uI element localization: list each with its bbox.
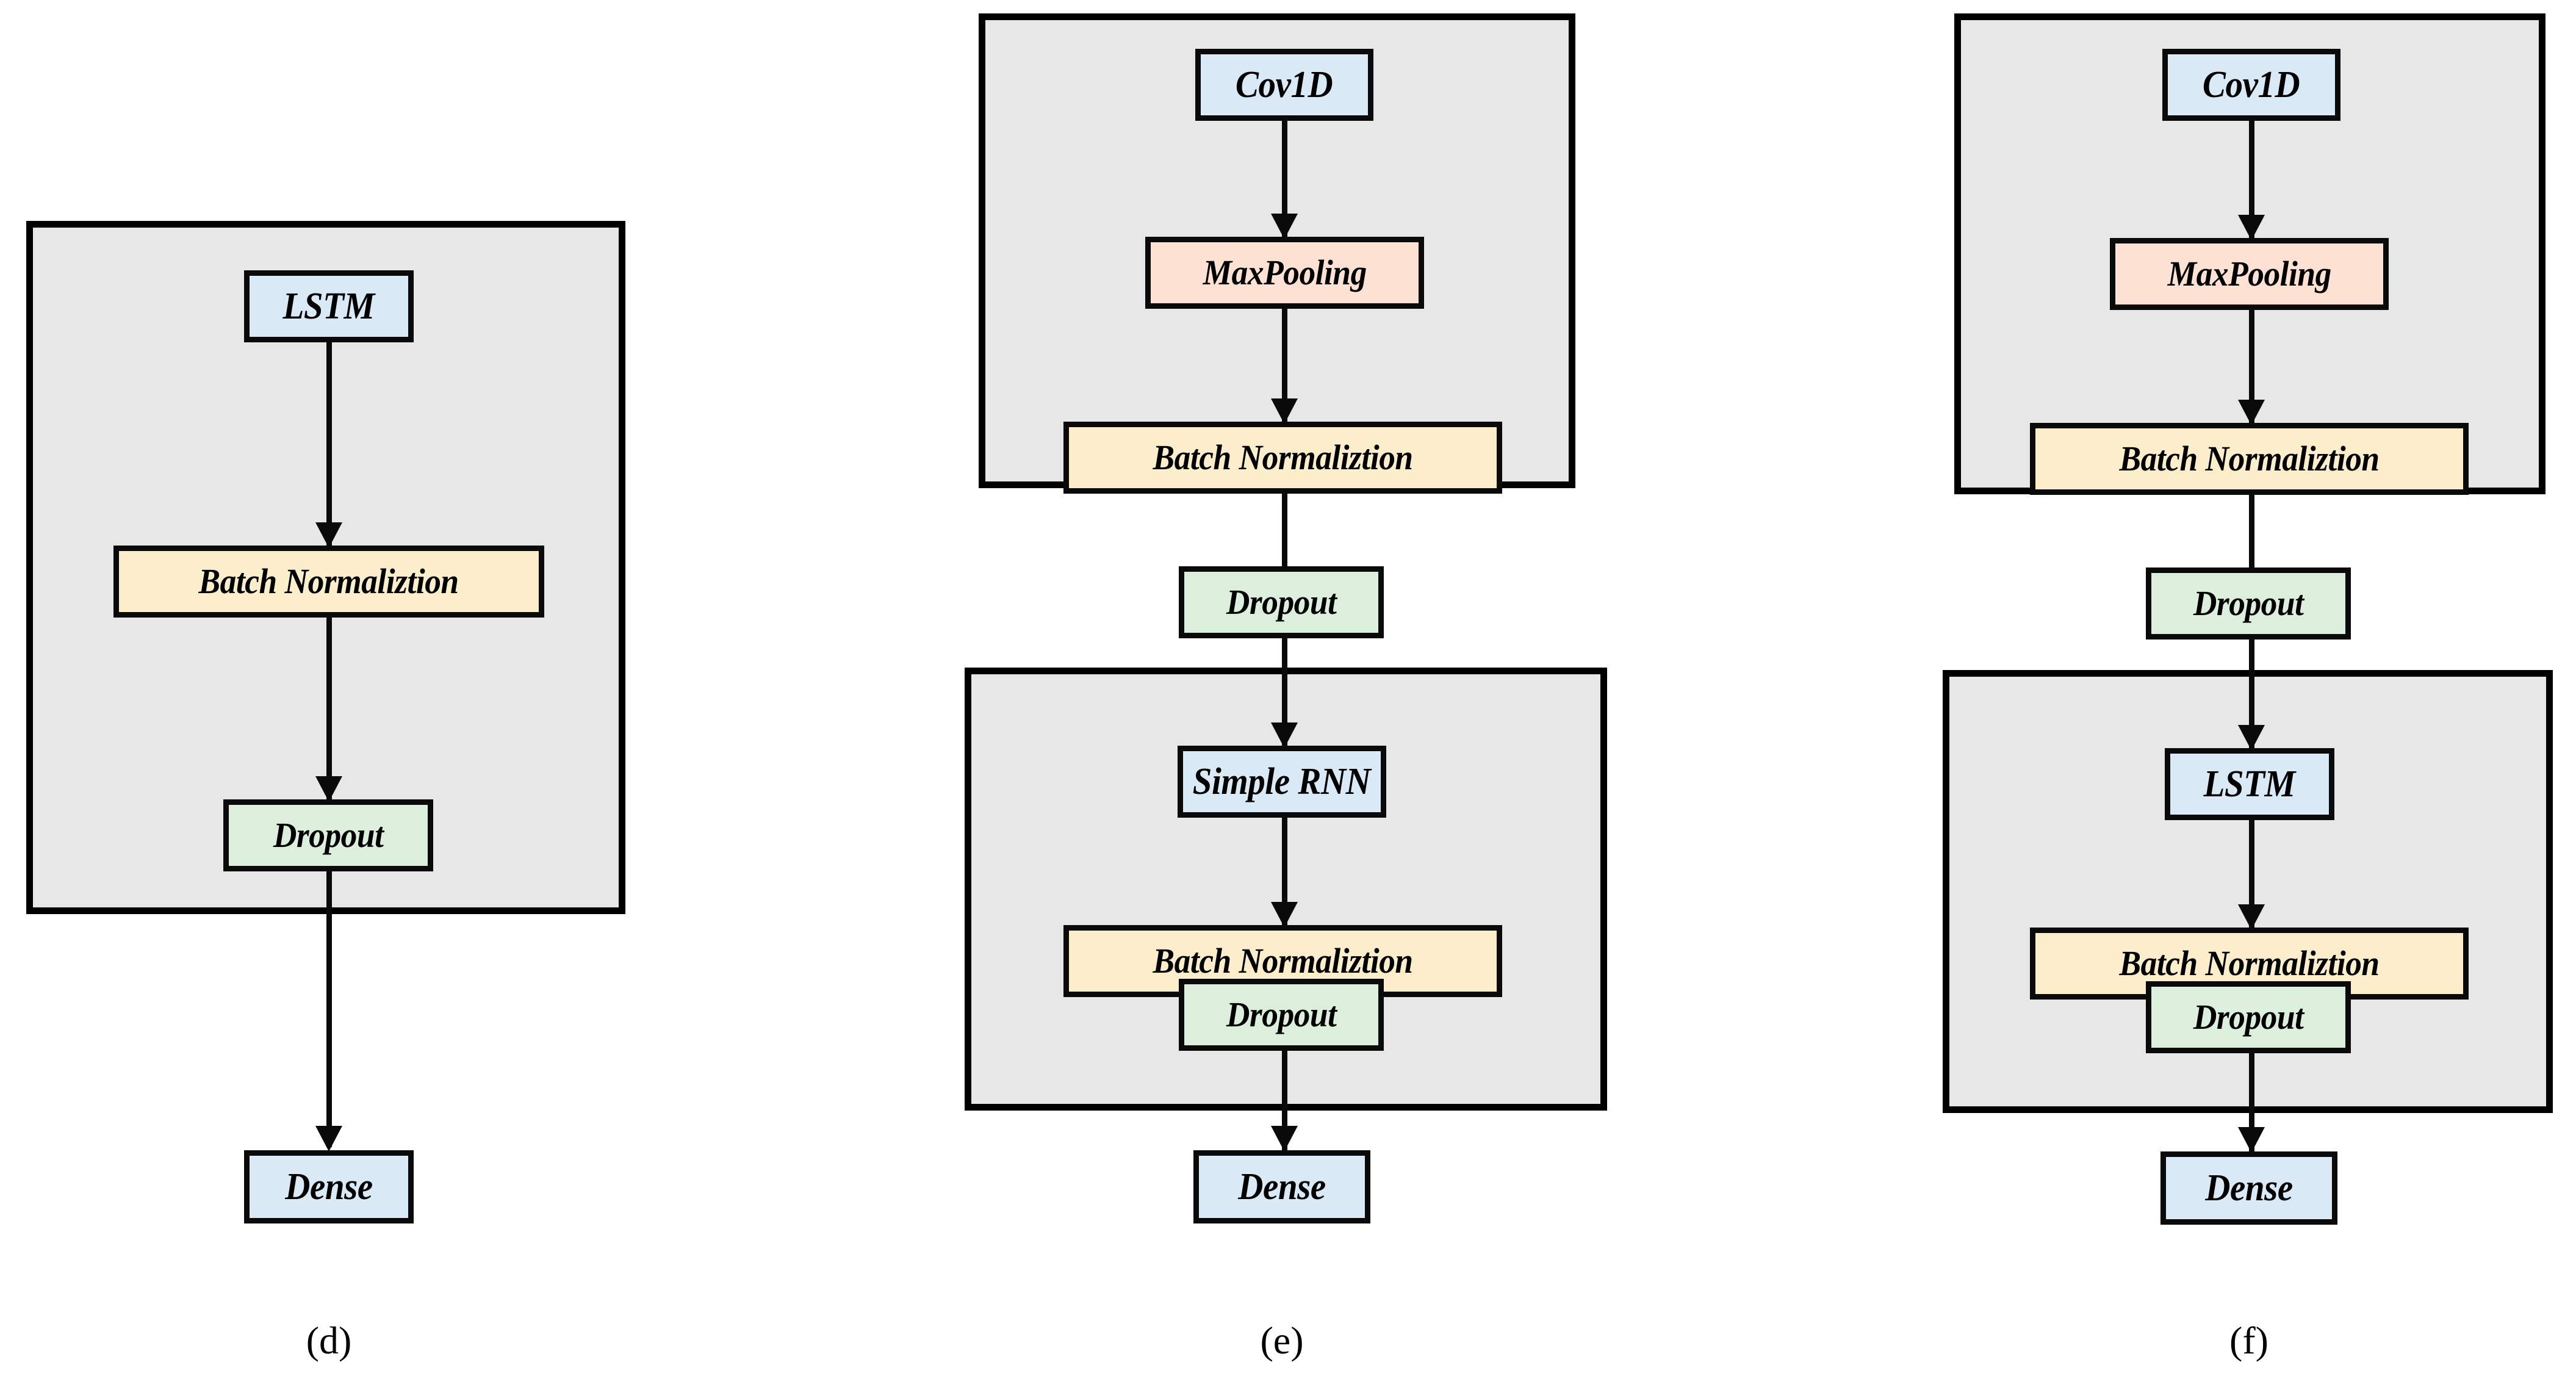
- node-lstm[interactable]: LSTM: [244, 270, 414, 342]
- node-label: Dropout: [1226, 582, 1337, 622]
- node-label: LSTM: [2203, 763, 2296, 805]
- node-label: Batch Normaliztion: [2119, 439, 2380, 478]
- connector-cov1d-to-maxpooling: [2249, 121, 2254, 239]
- connector-dropout-inner-to-dense: [2249, 1053, 2254, 1162]
- node-label: Dropout: [1226, 995, 1337, 1034]
- node-label: Dropout: [2193, 997, 2304, 1037]
- node-maxpooling[interactable]: MaxPooling: [2110, 238, 2389, 310]
- node-label: LSTM: [282, 286, 375, 327]
- connector-dropout-outer-to-lstm: [2249, 640, 2254, 749]
- arrowhead-dropout-outer-to-simplernn: [1271, 722, 1298, 748]
- panel-f: Cov1D MaxPooling Batch Normaliztion Drop…: [1757, 0, 2576, 1398]
- node-maxpooling[interactable]: MaxPooling: [1145, 237, 1424, 309]
- connector-maxpooling-to-batchnorm: [2249, 310, 2254, 425]
- panel-caption-f: (f): [2229, 1319, 2268, 1362]
- arrowhead-batchnorm-to-dropout: [315, 776, 342, 802]
- connector-dropout-outer-to-simplernn: [1282, 638, 1287, 747]
- arrowhead-dropout-to-dense: [315, 1126, 342, 1151]
- node-label: Dense: [285, 1166, 373, 1208]
- node-batchnorm-1[interactable]: Batch Normaliztion: [1063, 422, 1502, 494]
- node-label: Dropout: [273, 815, 384, 855]
- node-dropout-inner[interactable]: Dropout: [2146, 981, 2351, 1053]
- node-dropout-outer[interactable]: Dropout: [1179, 566, 1384, 638]
- arrowhead-simplernn-to-batchnorm: [1271, 902, 1298, 928]
- connector-dropout-to-dense: [326, 871, 332, 1147]
- node-lstm[interactable]: LSTM: [2165, 748, 2334, 820]
- connector-simplernn-to-batchnorm: [1282, 818, 1287, 928]
- node-dense[interactable]: Dense: [2160, 1151, 2337, 1225]
- node-cov1d[interactable]: Cov1D: [1195, 49, 1373, 121]
- panel-caption-e: (e): [1260, 1319, 1304, 1362]
- connector-dropout-inner-to-dense: [1282, 1051, 1287, 1161]
- node-dense[interactable]: Dense: [244, 1150, 414, 1223]
- node-label: Dense: [2205, 1167, 2293, 1209]
- connector-batchnorm-to-dropout-outer: [2249, 495, 2254, 578]
- arrowhead-dropout-inner-to-dense: [1271, 1126, 1298, 1151]
- arrowhead-maxpooling-to-batchnorm: [2238, 400, 2265, 425]
- connector-batchnorm-to-dropout: [326, 618, 332, 801]
- node-label: Batch Normaliztion: [1153, 438, 1413, 477]
- node-dropout-inner[interactable]: Dropout: [1179, 979, 1384, 1051]
- node-label: MaxPooling: [2167, 254, 2331, 294]
- connector-lstm-to-batchnorm: [326, 342, 332, 546]
- arrowhead-cov1d-to-maxpooling: [1271, 214, 1298, 239]
- panel-d: LSTM Batch Normaliztion Dropout Dense (d…: [0, 0, 879, 1398]
- arrowhead-lstm-to-batchnorm: [315, 522, 342, 548]
- arrowhead-cov1d-to-maxpooling: [2238, 215, 2265, 240]
- connector-lstm-to-batchnorm: [2249, 820, 2254, 930]
- panel-e: Cov1D MaxPooling Batch Normaliztion Drop…: [879, 0, 1757, 1398]
- node-label: Cov1D: [2203, 64, 2300, 106]
- node-simple-rnn[interactable]: Simple RNN: [1178, 746, 1386, 818]
- node-label: Batch Normaliztion: [2119, 943, 2380, 983]
- node-label: Dense: [1238, 1166, 1326, 1208]
- node-batchnorm[interactable]: Batch Normaliztion: [113, 546, 544, 618]
- panel-caption-d: (d): [306, 1319, 352, 1362]
- node-label: Batch Normaliztion: [198, 561, 459, 601]
- arrowhead-maxpooling-to-batchnorm: [1271, 398, 1298, 424]
- node-label: Batch Normaliztion: [1153, 941, 1413, 981]
- node-dropout[interactable]: Dropout: [223, 799, 433, 871]
- node-label: Dropout: [2193, 583, 2304, 623]
- arrowhead-dropout-inner-to-dense: [2238, 1127, 2265, 1153]
- connector-batchnorm-to-dropout-outer: [1282, 494, 1287, 577]
- node-label: MaxPooling: [1203, 253, 1367, 292]
- node-batchnorm-1[interactable]: Batch Normaliztion: [2030, 423, 2469, 495]
- node-cov1d[interactable]: Cov1D: [2162, 49, 2340, 121]
- node-label: Simple RNN: [1193, 761, 1371, 802]
- arrowhead-lstm-to-batchnorm: [2238, 904, 2265, 930]
- connector-cov1d-to-maxpooling: [1282, 121, 1287, 237]
- node-dense[interactable]: Dense: [1193, 1150, 1370, 1223]
- node-label: Cov1D: [1236, 64, 1333, 106]
- node-batchnorm-2[interactable]: Batch Normaliztion: [2030, 928, 2469, 1000]
- arrowhead-dropout-outer-to-lstm: [2238, 725, 2265, 751]
- connector-maxpooling-to-batchnorm: [1282, 309, 1287, 423]
- node-dropout-outer[interactable]: Dropout: [2146, 567, 2351, 640]
